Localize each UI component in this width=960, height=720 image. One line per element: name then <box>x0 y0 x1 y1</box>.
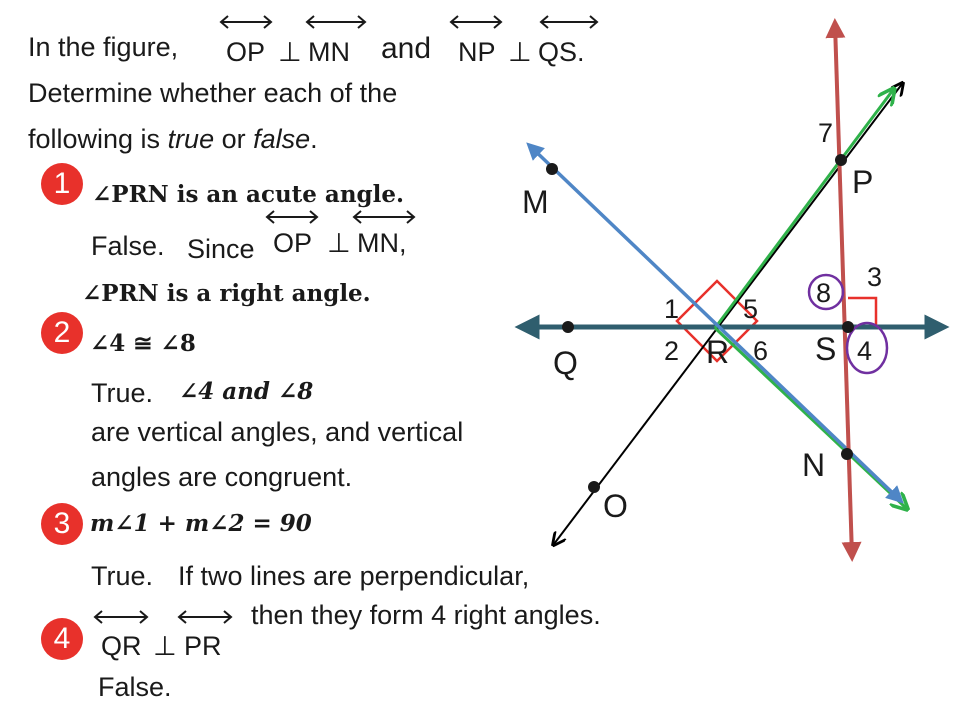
angle-label-8: 8 <box>816 278 831 308</box>
angle-label-4: 4 <box>857 336 872 366</box>
item-number-badge: 2 <box>41 312 83 354</box>
item-2-reason-line2: angles are congruent. <box>91 462 353 492</box>
item-1-statement: ∠PRN is an acute angle. <box>92 181 405 208</box>
intro-and: and <box>381 32 432 65</box>
angle-label-3: 3 <box>867 262 882 292</box>
point-o-dot <box>588 481 600 493</box>
label-q: Q <box>553 345 578 381</box>
item-2-answer: True. <box>91 378 154 408</box>
line-symbol-pr <box>177 610 233 624</box>
angle-4-circle <box>845 321 889 375</box>
label-s: S <box>815 331 836 367</box>
item-3-answer: True. <box>91 561 154 591</box>
item-number-badge: 4 <box>41 618 83 660</box>
item-4-answer: False. <box>98 672 172 702</box>
point-n-dot <box>841 448 853 460</box>
right-angle-mark-s <box>848 296 878 326</box>
intro-np: NP <box>458 37 496 67</box>
angle-label-2: 2 <box>664 336 679 366</box>
line-symbol-mn <box>305 15 367 29</box>
label-r: R <box>706 334 729 370</box>
item-2-statement: ∠4 ≅ ∠8 <box>90 330 196 357</box>
item-1-answer: False. <box>91 231 165 261</box>
perp-symbol: ⊥ <box>278 37 302 67</box>
intro-line3: following is true or false. <box>28 124 318 154</box>
point-p-dot <box>835 154 847 166</box>
angle-label-5: 5 <box>743 294 758 324</box>
item-number-badge: 1 <box>41 163 83 205</box>
line-symbol-np <box>449 15 503 29</box>
line-symbol-qs <box>539 15 599 29</box>
item-2-reason-line1: are vertical angles, and vertical <box>91 417 464 447</box>
line-symbol-op-2 <box>265 210 319 224</box>
item-2-reason-math: ∠4 and ∠8 <box>179 378 314 405</box>
label-p: P <box>852 164 873 200</box>
angle-8-circle <box>807 273 845 311</box>
point-s-dot <box>842 321 854 333</box>
item-3-reason-line2: then they form 4 right angles. <box>251 600 601 630</box>
item-4-qr: QR <box>101 631 142 661</box>
intro-line2: Determine whether each of the <box>28 78 398 108</box>
intro-mn: MN <box>308 37 350 67</box>
label-m: M <box>522 184 549 220</box>
angle-label-6: 6 <box>753 336 768 366</box>
perp-symbol-2: ⊥ <box>508 37 532 67</box>
point-m-dot <box>546 163 558 175</box>
label-o: O <box>603 488 628 524</box>
item-1-mn: MN, <box>357 228 407 258</box>
intro-op: OP <box>226 37 266 67</box>
point-q-dot <box>562 321 574 333</box>
item-4-pr: PR <box>184 631 222 661</box>
item-1-since: Since <box>187 234 255 264</box>
item-1-op: OP <box>273 228 313 258</box>
line-symbol-op <box>219 15 273 29</box>
label-n: N <box>802 447 825 483</box>
line-symbol-qr <box>93 610 149 624</box>
item-1-extra: ∠PRN is a right angle. <box>82 280 371 307</box>
item-3-statement: m∠1 + m∠2 = 90 <box>90 510 312 537</box>
line-np-upper <box>713 90 893 329</box>
perp-symbol-3: ⊥ <box>327 228 351 258</box>
intro-prefix: In the figure, <box>28 32 179 62</box>
perp-symbol-4: ⊥ <box>153 631 177 661</box>
angle-label-7: 7 <box>818 118 833 148</box>
intro-qs: QS. <box>538 37 585 67</box>
line-symbol-mn-2 <box>352 210 416 224</box>
angle-label-1: 1 <box>664 294 679 324</box>
item-number-badge: 3 <box>41 503 83 545</box>
item-3-reason-line1: If two lines are perpendicular, <box>178 561 530 591</box>
